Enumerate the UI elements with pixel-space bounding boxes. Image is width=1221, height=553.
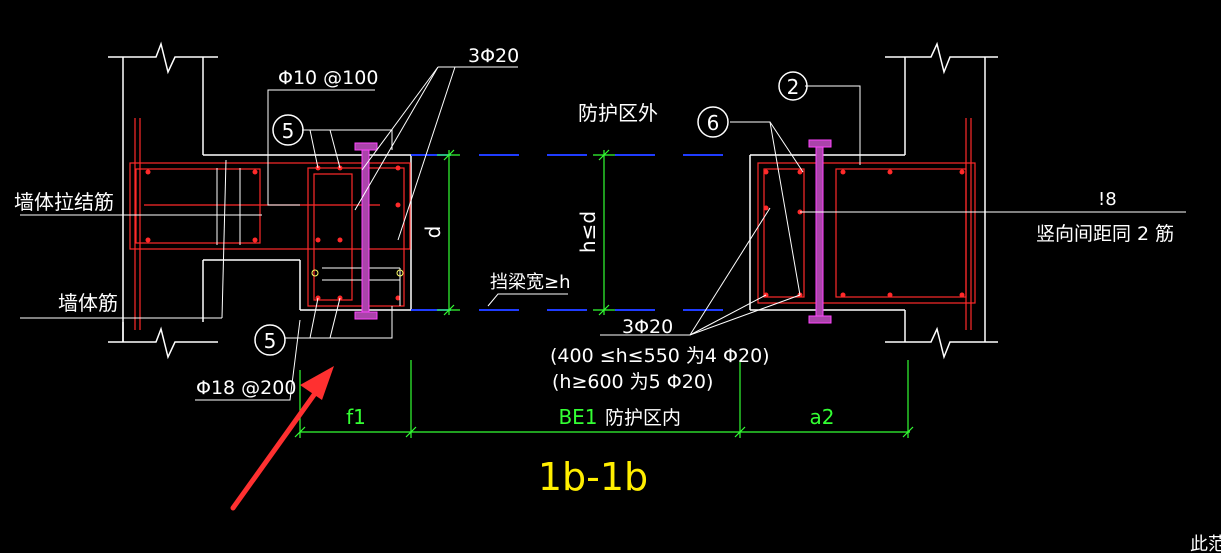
stirrup-top-label: Φ10 @100: [278, 67, 378, 89]
left-wall-rebar: [129, 118, 411, 330]
beam-width-label: 挡梁宽≥h: [490, 272, 571, 293]
wall-tie-bar-label: 墙体拉结筋: [14, 190, 114, 214]
left-rebar-dots: [145, 165, 401, 301]
dim-be1: BE1: [558, 405, 597, 429]
leader-lines: [20, 66, 861, 401]
right-wall-rebar: [757, 118, 976, 330]
left-tie-marks: [311, 269, 404, 277]
top-bars-label: 3Φ20: [468, 45, 519, 67]
callout-5-bottom: 5: [254, 324, 286, 356]
dim-d-label: d: [421, 226, 445, 239]
left-steel-section: [354, 142, 378, 320]
right-steel-section: [808, 139, 832, 324]
callout-5-top: 5: [272, 114, 304, 146]
bottom-bars-label: 3Φ20: [622, 316, 673, 338]
right-rebar-dots: [763, 169, 965, 298]
left-wall-outline: [108, 41, 412, 360]
svg-text:5: 5: [282, 119, 295, 143]
svg-text:5: 5: [264, 329, 277, 353]
vertical-dimension-h: [593, 149, 615, 316]
center-axis-lines: [411, 154, 750, 311]
red-arrow-annotation: [230, 366, 334, 511]
horizontal-dimension-line: [294, 360, 914, 438]
dim-f1: f1: [346, 405, 366, 429]
bars-rule-2: (h≥600 为5 Φ20): [552, 371, 713, 393]
vertical-dimension-d: [437, 149, 460, 316]
callout-2: 2: [778, 71, 808, 101]
left-stirrup-lines: [216, 168, 401, 306]
dim-h-label: h≤d: [576, 211, 600, 253]
svg-text:2: 2: [787, 75, 800, 99]
outside-zone-label: 防护区外: [578, 101, 658, 125]
stirrup-bottom-label: Φ18 @200: [196, 377, 296, 399]
wall-bar-label: 墙体筋: [58, 291, 118, 315]
bars-rule-1: (400 ≤h≤550 为4 Φ20): [550, 345, 770, 367]
vertical-spacing-2: 竖向间距同 2 筋: [1036, 223, 1174, 245]
svg-text:6: 6: [707, 111, 720, 135]
callout-6: 6: [697, 106, 729, 138]
inside-zone-label: 防护区内: [605, 407, 681, 429]
section-title: 1b-1b: [538, 455, 648, 499]
corner-text: 此范: [1190, 534, 1221, 553]
dim-a2: a2: [810, 405, 835, 429]
vertical-spacing-1: !8: [1098, 189, 1117, 210]
